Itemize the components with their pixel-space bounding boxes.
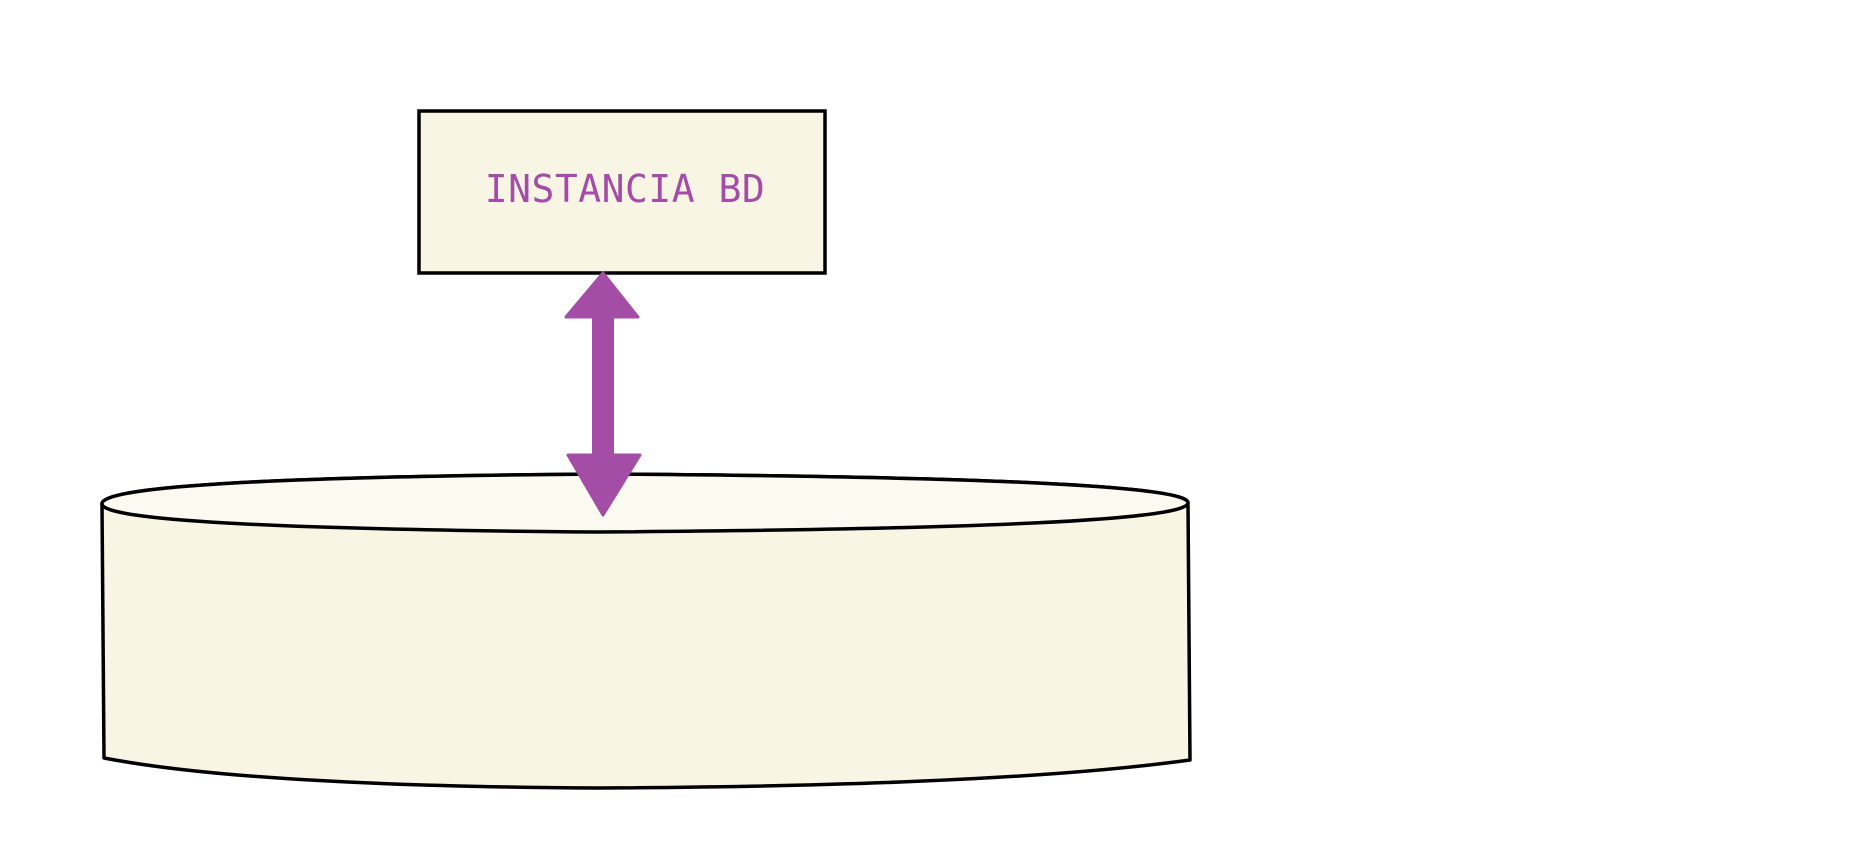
instance-box-rect	[417, 109, 827, 275]
cylinder-top	[100, 472, 1190, 534]
bidirectional-arrow	[564, 271, 642, 517]
instance-label: INSTANCIA BD	[485, 167, 766, 211]
arrow-shaft	[592, 314, 614, 458]
arrow-head-up-icon	[564, 271, 640, 319]
database-cylinder[interactable]	[100, 472, 1192, 790]
arrow-head-down-icon	[566, 453, 642, 517]
instance-box[interactable]: INSTANCIA BD	[417, 109, 827, 275]
